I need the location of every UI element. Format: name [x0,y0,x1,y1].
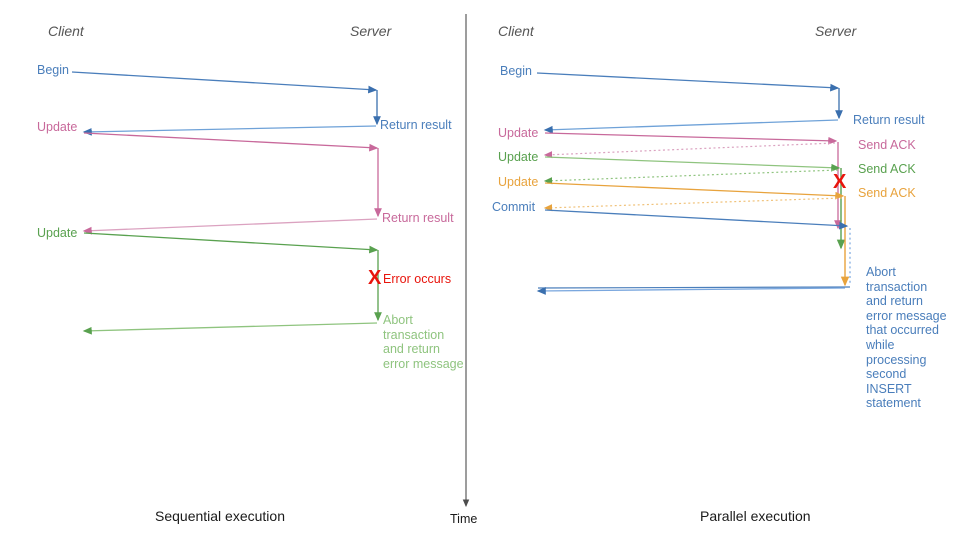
arrow-left-update2 [83,232,379,254]
arrow-left-abort [82,322,378,335]
right-label-return-result: Return result [853,113,925,127]
left-label-begin: Begin [37,63,69,77]
segment-right-abort-flat [537,286,851,289]
left-panel-caption: Sequential execution [155,508,285,524]
left-abort-note-line-3: and return [383,342,440,357]
right-header-client: Client [498,23,534,39]
right-abort-note-line-4: error message [866,308,947,323]
left-header-client: Client [48,23,84,39]
arrow-right-update2 [544,156,841,172]
arrow-right-commit [544,209,849,230]
arrow-right-return1 [543,119,839,134]
right-label-begin: Begin [500,64,532,78]
error-marker-icon-left: X [368,267,382,289]
left-label-error-occurs: Error occurs [383,272,452,286]
right-abort-note: Abort transaction and return error messa… [866,265,960,411]
arrow-right-ack2 [543,169,839,185]
left-abort-note: Abort transaction and return error messa… [383,313,479,371]
arrow-right-update1 [544,132,838,145]
right-abort-note-line-6: while [866,337,895,352]
right-label-commit: Commit [492,200,536,214]
left-header-server: Server [350,23,392,39]
right-label-update-2: Update [498,150,539,164]
right-abort-note-line-5: that occurred [866,323,939,338]
arrow-left-begin [71,71,378,94]
left-label-update-1: Update [37,120,78,134]
right-abort-note-line-7: processing [866,352,927,367]
arrow-left-return2 [82,218,378,235]
left-abort-note-line-1: Abort [383,313,413,327]
left-panel-flows [71,71,382,335]
left-label-return-result-1: Return result [380,118,452,132]
arrow-left-return1 [82,125,377,136]
right-label-update-3: Update [498,175,539,189]
right-label-send-ack-1: Send ACK [858,138,916,152]
right-abort-note-line-9: INSERT [866,381,912,396]
right-abort-note-line-10: statement [866,396,921,411]
arrow-right-begin [536,72,840,92]
right-panel-caption: Parallel execution [700,508,811,524]
arrow-left-update1 [83,132,379,152]
right-panel-flows [536,72,851,295]
right-label-send-ack-2: Send ACK [858,162,916,176]
right-abort-note-line-1: Abort [866,265,896,279]
time-axis-label: Time [450,512,478,526]
error-marker-icon-right: X [833,171,847,193]
right-label-send-ack-3: Send ACK [858,186,916,200]
left-label-return-result-2: Return result [382,211,454,225]
arrow-right-abort [536,287,846,295]
right-label-update-1: Update [498,126,539,140]
right-abort-note-line-2: transaction [866,279,928,294]
left-label-update-2: Update [37,226,78,240]
right-abort-note-line-8: second [866,367,907,382]
right-abort-note-line-3: and return [866,294,923,309]
arrow-right-ack3 [543,197,843,212]
left-abort-note-line-4: error message [383,356,464,371]
left-abort-note-line-2: transaction [383,327,445,342]
arrow-right-update3 [544,182,845,200]
arrow-right-ack1 [543,142,836,159]
right-header-server: Server [815,23,857,39]
